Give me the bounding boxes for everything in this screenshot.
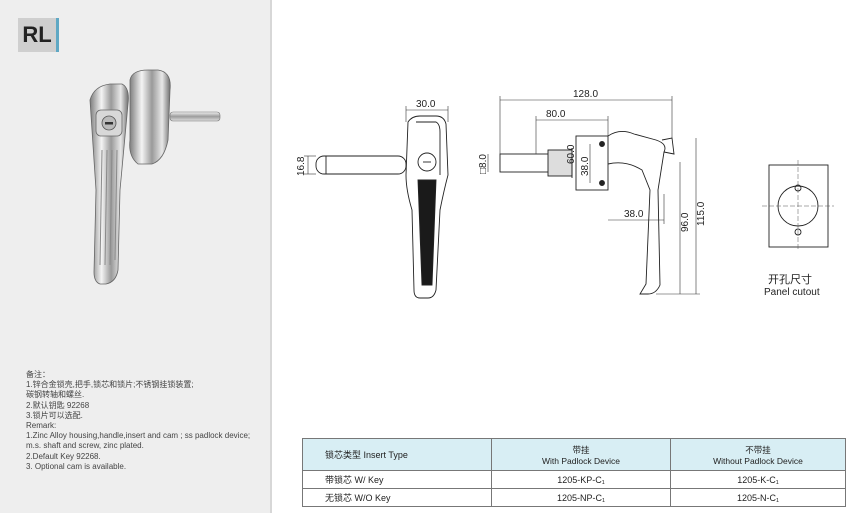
remark-line: 3. Optional cam is available. (26, 461, 127, 471)
part-number-without-padlock: 1205-N-C₁ (670, 488, 846, 507)
dim-base-38: 38.0 (624, 209, 644, 220)
header-with-padlock-cn: 带挂 (572, 444, 590, 455)
dim-shaft-length: 80.0 (546, 109, 566, 120)
remark-line: 1.Zinc Alloy housing,handle,insert and c… (26, 431, 251, 441)
row-insert-type: 带锁芯 W/ Key (302, 470, 492, 489)
side-view (499, 131, 675, 295)
header-without-padlock-en: Without Padlock Device (713, 455, 803, 466)
remarks-section: 备注： 1.锌合金锁壳,把手,锁芯和锁片;不锈钢挂锁装置; 碳钢转轴和螺丝. 2… (26, 370, 266, 472)
part-number-without-padlock: 1205-K-C₁ (670, 470, 846, 489)
part-number-with-padlock: 1205-KP-C₁ (491, 470, 671, 489)
table-row: 带锁芯 W/ Key 1205-KP-C₁ 1205-K-C₁ (302, 470, 846, 489)
remark-line: m.s. shaft and screw, zinc plated. (26, 441, 144, 451)
dim-front-width: 30.0 (416, 99, 436, 110)
technical-drawing: 30.0 16.8 128.0 80.0 □8.0 60.0 38.0 38.0… (296, 89, 707, 299)
dim-height-115: 115.0 (696, 201, 707, 226)
cutout-label-en: Panel cutout (764, 287, 820, 298)
part-number-table: 锁芯类型 Insert Type 带挂 With Padlock Device … (302, 438, 846, 507)
remarks-title: 备注： (26, 370, 50, 379)
header-insert-type: 锁芯类型 Insert Type (302, 438, 492, 471)
header-with-padlock-en: With Padlock Device (542, 455, 620, 466)
dim-total-length: 128.0 (573, 89, 598, 100)
dim-height-96: 96.0 (680, 212, 691, 232)
remark-line: Remark: (26, 421, 57, 431)
panel-cutout-drawing (762, 160, 834, 250)
table-header-row: 锁芯类型 Insert Type 带挂 With Padlock Device … (302, 438, 846, 471)
remark-line: 碳钢转轴和螺丝. (26, 390, 85, 400)
front-view (315, 115, 449, 299)
model-badge: RL (18, 18, 59, 52)
remark-line: 2.Default Key 92268. (26, 451, 101, 461)
header-with-padlock: 带挂 With Padlock Device (491, 438, 671, 471)
dim-flange-38: 38.0 (580, 156, 591, 176)
row-insert-type: 无锁芯 W/O Key (302, 488, 492, 507)
panel-divider (270, 0, 272, 513)
remark-line: 3.锁片可以选配. (26, 410, 83, 420)
remark-line: 2.默认钥匙 92268 (26, 400, 90, 410)
dim-shaft-square: □8.0 (478, 154, 489, 174)
product-photo (89, 69, 221, 285)
part-number-with-padlock: 1205-NP-C₁ (491, 488, 671, 507)
table-row: 无锁芯 W/O Key 1205-NP-C₁ 1205-N-C₁ (302, 488, 846, 507)
dim-front-height: 16.8 (296, 156, 307, 176)
header-without-padlock: 不带挂 Without Padlock Device (670, 438, 846, 471)
cutout-label-cn: 开孔尺寸 (768, 274, 812, 286)
dim-flange-60: 60.0 (566, 144, 577, 164)
header-without-padlock-cn: 不带挂 (745, 444, 771, 455)
remark-line: 1.锌合金锁壳,把手,锁芯和锁片;不锈钢挂锁装置; (26, 380, 194, 390)
